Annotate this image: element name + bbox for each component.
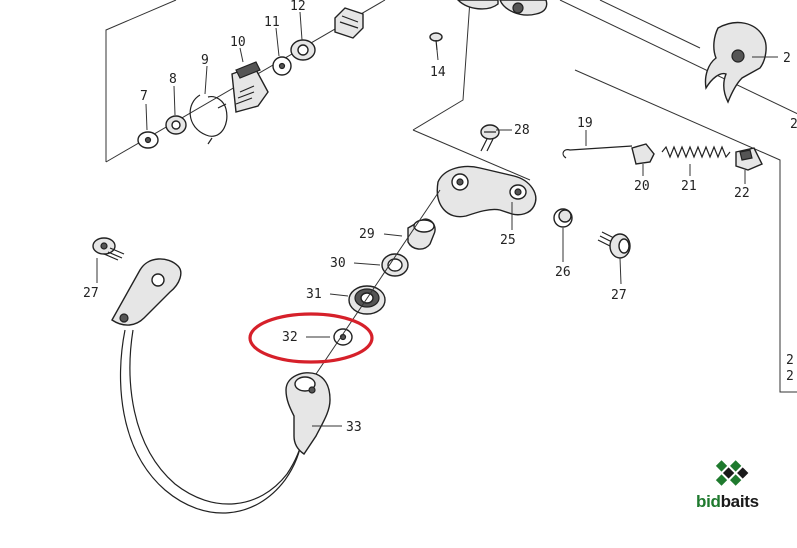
part-31-nut [348, 285, 386, 315]
label-8: 8 [169, 72, 177, 87]
part-27-screw-right [597, 231, 631, 259]
label-14: 14 [430, 65, 446, 80]
label-2c: 2 [786, 353, 794, 368]
label-2: 2 [783, 51, 791, 66]
part-2-bail [704, 21, 778, 104]
label-32: 32 [282, 330, 298, 345]
bail-wire-assembly [111, 258, 331, 514]
label-12: 12 [290, 0, 306, 14]
label-2b: 2 [790, 117, 797, 132]
logo-text-baits: baits [720, 492, 759, 511]
part-28-screw [480, 124, 500, 152]
bidbaits-logo-text: bidbaits [696, 492, 759, 512]
part-10-ratchet [217, 61, 269, 113]
label-27-right: 27 [611, 288, 627, 303]
label-9: 9 [201, 53, 209, 68]
label-30: 30 [330, 256, 346, 271]
part-9-spring [189, 94, 228, 145]
label-21: 21 [681, 179, 697, 194]
label-28: 28 [514, 123, 530, 138]
leader-lines [96, 11, 746, 427]
part-14-screw [429, 32, 443, 51]
label-11: 11 [264, 15, 280, 30]
part-7-washer [137, 131, 159, 149]
part-20-clip [631, 143, 655, 165]
label-31: 31 [306, 287, 322, 302]
label-27-left: 27 [83, 286, 99, 301]
top-parts [334, 0, 548, 39]
part-30-ring [381, 253, 409, 277]
part-27-screw-left [92, 237, 125, 261]
highlight-ring [248, 312, 374, 364]
part-29-bushing [407, 218, 436, 250]
label-22: 22 [734, 186, 750, 201]
part-21-spring [661, 145, 731, 159]
part-11-washer [272, 56, 292, 76]
label-20: 20 [634, 179, 650, 194]
label-7: 7 [140, 89, 148, 104]
part-19-wire [562, 145, 633, 159]
bidbaits-logo-icon [715, 460, 749, 486]
label-26: 26 [555, 265, 571, 280]
part-22-cap [735, 147, 763, 171]
label-29: 29 [359, 227, 375, 242]
label-33: 33 [346, 420, 362, 435]
label-10: 10 [230, 35, 246, 50]
label-2d: 2 [786, 369, 794, 384]
logo-text-bid: bid [696, 492, 721, 511]
callout-labels: 7 8 9 10 11 12 14 2 2 28 19 20 21 22 25 … [83, 0, 797, 435]
part-25-arm-lever [436, 165, 537, 218]
part-12-washer [290, 39, 316, 61]
label-19: 19 [577, 116, 593, 131]
label-25: 25 [500, 233, 516, 248]
part-26-bushing [553, 208, 573, 228]
part-8-washer [165, 115, 187, 135]
